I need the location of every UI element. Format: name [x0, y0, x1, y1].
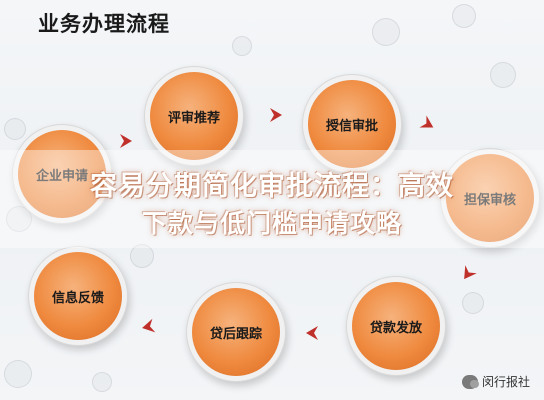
step-post-loan-tracking: 贷后跟踪 — [192, 288, 280, 376]
step-label: 贷款发放 — [369, 320, 422, 336]
arrow-left-icon — [306, 326, 318, 340]
coin-icon — [130, 244, 154, 268]
page-title: 业务办理流程 — [38, 11, 170, 36]
coin-icon — [4, 118, 26, 140]
step-label: 企业申请 — [35, 168, 88, 184]
step-label: 贷后跟踪 — [209, 326, 262, 342]
coin-icon — [490, 62, 516, 88]
coin-icon — [452, 4, 476, 28]
headline-line-2: 下款与低门槛申请攻略 — [141, 209, 402, 238]
arrow-right-icon — [120, 134, 132, 148]
source-watermark: 闵行报社 — [461, 373, 530, 390]
step-label: 授信审批 — [325, 118, 378, 134]
arrow-right-icon — [270, 108, 282, 122]
watermark-text: 闵行报社 — [481, 375, 530, 389]
step-label: 评审推荐 — [167, 110, 220, 126]
coin-icon — [4, 360, 32, 388]
arrow-left-icon — [142, 318, 156, 333]
step-loan-issuance: 贷款发放 — [352, 282, 440, 370]
step-label: 担保审核 — [463, 192, 516, 208]
step-credit-approval: 授信审批 — [308, 80, 396, 168]
coin-icon — [6, 206, 32, 232]
headline-overlay-band — [0, 150, 544, 248]
step-review-recommend: 评审推荐 — [150, 72, 238, 160]
coin-icon — [462, 292, 484, 314]
coin-icon — [232, 36, 252, 56]
coin-icon — [92, 372, 112, 392]
wechat-icon — [461, 374, 479, 389]
step-enterprise-application: 企业申请 — [18, 130, 106, 218]
arrow-down-left-icon — [464, 265, 477, 280]
coin-icon — [372, 18, 400, 46]
step-label: 信息反馈 — [51, 290, 104, 306]
step-guarantee-review: 担保审核 — [446, 154, 534, 242]
arrow-right-icon — [419, 115, 434, 128]
headline-line-1: 容易分期简化审批流程：高效 — [90, 171, 454, 202]
step-info-feedback: 信息反馈 — [34, 252, 122, 340]
